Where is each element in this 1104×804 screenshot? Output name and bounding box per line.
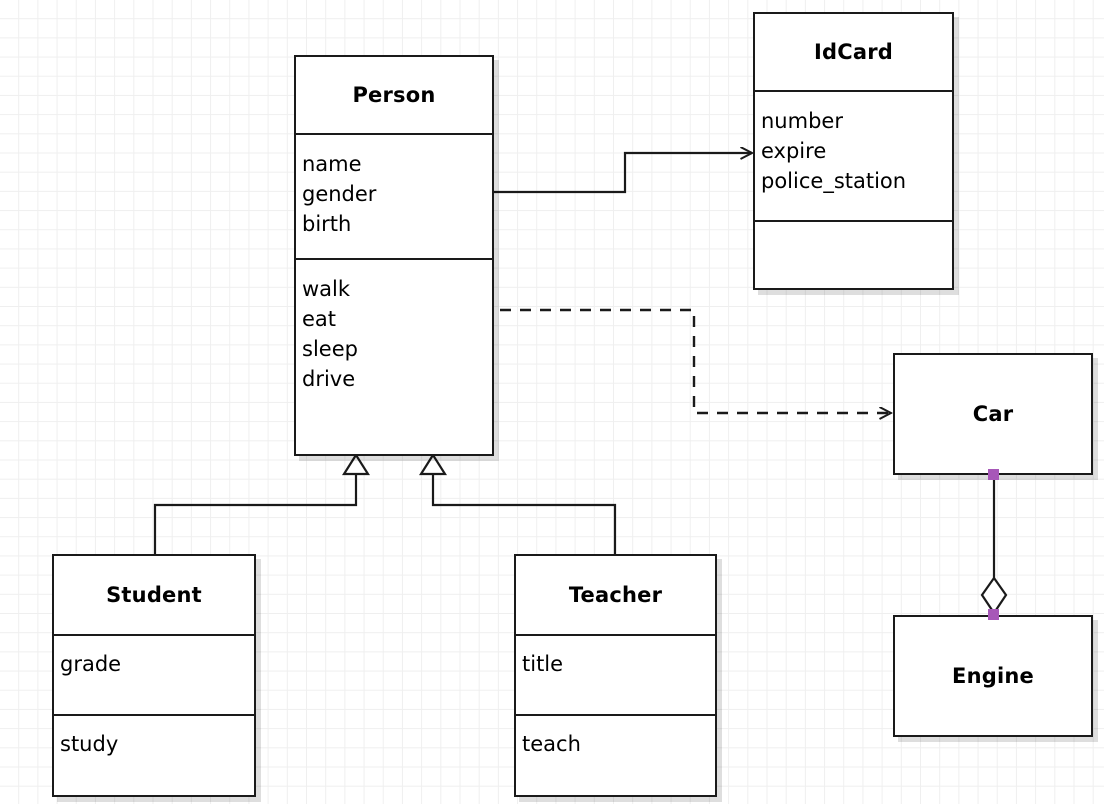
attribute: number bbox=[761, 109, 843, 133]
class-idcard-methods bbox=[755, 220, 952, 258]
class-student-methods: study bbox=[54, 714, 254, 795]
method: drive bbox=[302, 367, 356, 391]
edge-teacher-person[interactable] bbox=[419, 452, 617, 554]
method: eat bbox=[302, 307, 337, 331]
edge-person-car[interactable] bbox=[500, 308, 891, 413]
class-idcard[interactable]: IdCard number expire police_station bbox=[753, 12, 954, 290]
class-student-attributes: grade bbox=[54, 634, 254, 714]
attribute: gender bbox=[302, 182, 377, 206]
class-teacher-title: Teacher bbox=[568, 583, 663, 607]
method: sleep bbox=[302, 337, 358, 361]
class-idcard-attributes: number expire police_station bbox=[755, 90, 952, 220]
attribute: police_station bbox=[761, 169, 907, 193]
attribute: grade bbox=[60, 652, 122, 676]
connection-handle-car-bottom[interactable] bbox=[988, 469, 999, 480]
class-person-methods: walk eat sleep drive bbox=[296, 258, 492, 454]
connection-handle-engine-top[interactable] bbox=[988, 609, 999, 620]
class-person[interactable]: Person name gender birth walk eat sleep … bbox=[294, 55, 494, 456]
method: study bbox=[60, 732, 119, 756]
method: teach bbox=[522, 732, 581, 756]
edge-car-engine[interactable] bbox=[980, 475, 1008, 615]
method: walk bbox=[302, 277, 351, 301]
edge-person-idcard[interactable] bbox=[494, 153, 752, 194]
class-student[interactable]: Student grade study bbox=[52, 554, 256, 797]
class-teacher-attributes: title bbox=[516, 634, 715, 714]
attribute: name bbox=[302, 152, 362, 176]
attribute: title bbox=[522, 652, 564, 676]
class-person-title: Person bbox=[352, 83, 436, 107]
class-car[interactable]: Car bbox=[893, 353, 1093, 475]
class-student-title: Student bbox=[106, 583, 202, 607]
class-person-attributes: name gender birth bbox=[296, 133, 492, 258]
attribute: birth bbox=[302, 212, 352, 236]
class-teacher-methods: teach bbox=[516, 714, 715, 795]
class-engine-title: Engine bbox=[952, 664, 1034, 688]
class-engine[interactable]: Engine bbox=[893, 615, 1093, 737]
class-idcard-title: IdCard bbox=[813, 40, 894, 64]
class-car-title: Car bbox=[972, 402, 1014, 426]
edge-student-person[interactable] bbox=[153, 452, 370, 554]
attribute: expire bbox=[761, 139, 827, 163]
class-teacher[interactable]: Teacher title teach bbox=[514, 554, 717, 797]
